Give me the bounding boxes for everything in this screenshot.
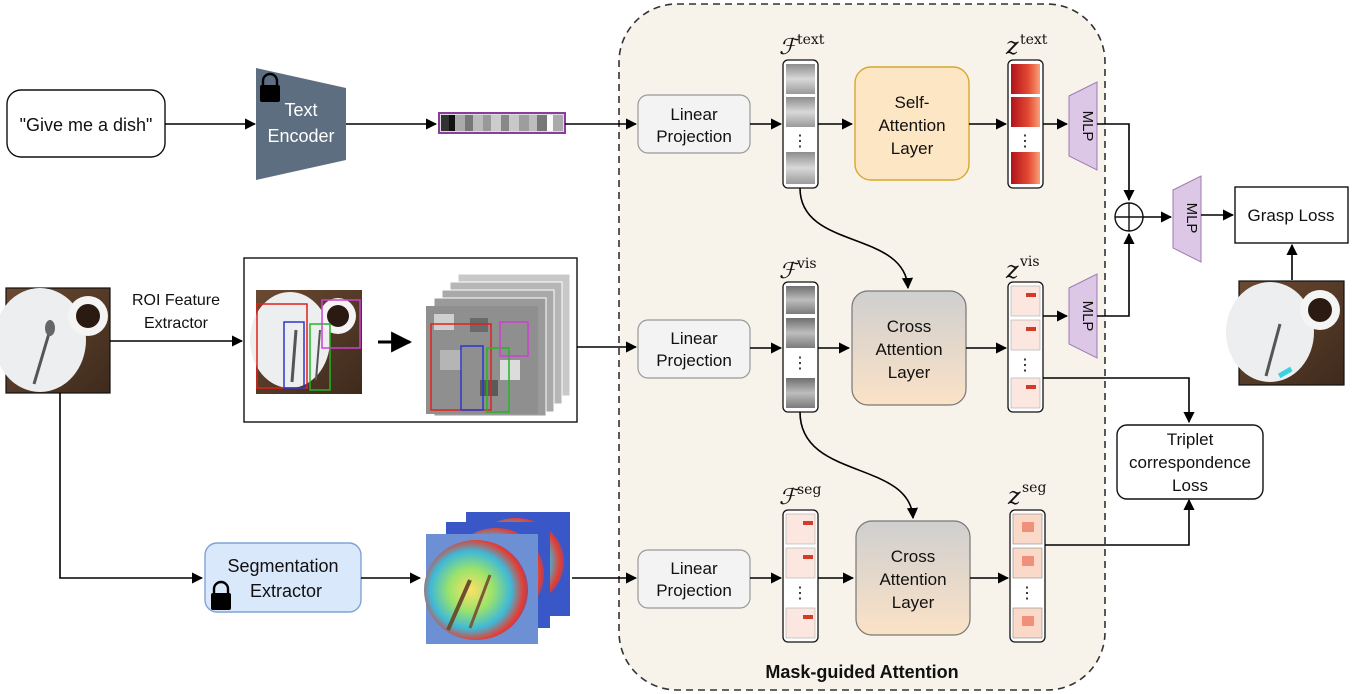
svg-text:⋮: ⋮ <box>792 133 808 150</box>
svg-text:Projection: Projection <box>656 581 732 600</box>
svg-text:Self-: Self- <box>895 93 930 112</box>
triplet-loss-label-2: correspondence <box>1129 453 1251 472</box>
z-vis-column: ⋮ <box>1007 281 1044 413</box>
svg-text:Linear: Linear <box>670 559 718 578</box>
z-seg-label: z seg <box>1007 480 1046 510</box>
svg-text:vis: vis <box>1019 254 1040 270</box>
segmentation-label-1: Segmentation <box>227 556 338 576</box>
svg-text:text: text <box>1020 32 1048 48</box>
linear-projection-text: Linear Projection <box>637 94 751 154</box>
svg-text:Cross: Cross <box>887 317 931 336</box>
roi-extractor-label-1: ROI Feature <box>132 292 220 309</box>
svg-text:MLP: MLP <box>1079 301 1096 332</box>
svg-text:⋮: ⋮ <box>1017 133 1033 150</box>
svg-text:vis: vis <box>796 256 817 272</box>
svg-text:Layer: Layer <box>892 593 935 612</box>
cross-attention-layer-seg: Cross Attention Layer <box>855 520 971 636</box>
svg-text:z: z <box>1005 256 1019 284</box>
svg-text:Projection: Projection <box>656 127 732 146</box>
svg-text:Attention: Attention <box>879 570 946 589</box>
lock-icon <box>211 580 231 610</box>
segmentation-heatmap-stack <box>424 512 570 644</box>
grasp-result-image <box>1226 280 1345 386</box>
segmentation-label-2: Extractor <box>250 581 322 601</box>
svg-text:z: z <box>1007 482 1021 510</box>
svg-text:seg: seg <box>1022 480 1046 496</box>
self-attention-layer: Self- Attention Layer <box>854 66 970 181</box>
svg-text:z: z <box>1005 32 1019 60</box>
text-encoder-label-2: Encoder <box>267 126 334 146</box>
sum-node <box>1114 202 1144 232</box>
f-vis-column: ⋮ <box>782 281 819 413</box>
linear-projection-seg: Linear Projection <box>637 549 751 609</box>
svg-text:Layer: Layer <box>888 363 931 382</box>
svg-text:Linear: Linear <box>670 329 718 348</box>
roi-image <box>250 290 362 394</box>
mlp-fusion: MLP <box>1172 175 1202 263</box>
z-text-column: ⋮ <box>1007 59 1044 189</box>
svg-text:ℱ: ℱ <box>779 35 800 60</box>
svg-text:ℱ: ℱ <box>779 485 800 510</box>
svg-text:ℱ: ℱ <box>779 259 800 284</box>
svg-text:⋮: ⋮ <box>792 585 808 602</box>
container-title: Mask-guided Attention <box>765 662 958 682</box>
text-encoder <box>256 68 346 180</box>
svg-text:Cross: Cross <box>891 547 935 566</box>
linear-projection-vis: Linear Projection <box>637 319 751 379</box>
triplet-loss-box <box>1116 424 1264 500</box>
text-embedding-bar <box>438 112 566 134</box>
svg-text:text: text <box>797 32 825 48</box>
z-text-label: z text <box>1005 32 1048 60</box>
lock-icon <box>260 72 280 102</box>
roi-extractor-label-2: Extractor <box>144 315 209 332</box>
mlp-vis: MLP <box>1068 273 1098 359</box>
triplet-loss-label-3: Loss <box>1172 476 1208 495</box>
svg-text:⋮: ⋮ <box>1017 357 1033 374</box>
f-seg-label: ℱ seg <box>779 482 821 510</box>
triplet-loss-label-1: Triplet <box>1167 430 1214 449</box>
f-vis-label: ℱ vis <box>779 256 817 284</box>
svg-text:Attention: Attention <box>878 116 945 135</box>
grasp-loss-box <box>1234 186 1349 244</box>
svg-text:Attention: Attention <box>875 340 942 359</box>
svg-text:Projection: Projection <box>656 351 732 370</box>
input-image <box>0 287 111 394</box>
f-seg-column: ⋮ <box>782 509 819 643</box>
mlp-text: MLP <box>1068 81 1098 171</box>
z-seg-column: ⋮ <box>1009 509 1046 643</box>
svg-text:Layer: Layer <box>891 139 934 158</box>
svg-text:seg: seg <box>797 482 821 498</box>
grasp-loss-label: Grasp Loss <box>1248 206 1335 225</box>
input-prompt: "Give me a dish" <box>20 115 153 135</box>
cross-attention-layer-vis: Cross Attention Layer <box>851 290 967 406</box>
svg-text:⋮: ⋮ <box>1019 585 1035 602</box>
f-text-column: ⋮ <box>782 59 819 189</box>
z-vis-label: z vis <box>1005 254 1040 284</box>
text-encoder-label-1: Text <box>284 100 317 120</box>
svg-text:Linear: Linear <box>670 105 718 124</box>
svg-text:⋮: ⋮ <box>792 355 808 372</box>
svg-text:MLP: MLP <box>1183 203 1200 234</box>
f-text-label: ℱ text <box>779 32 825 60</box>
svg-text:MLP: MLP <box>1079 111 1096 142</box>
roi-feature-stack <box>426 273 571 417</box>
